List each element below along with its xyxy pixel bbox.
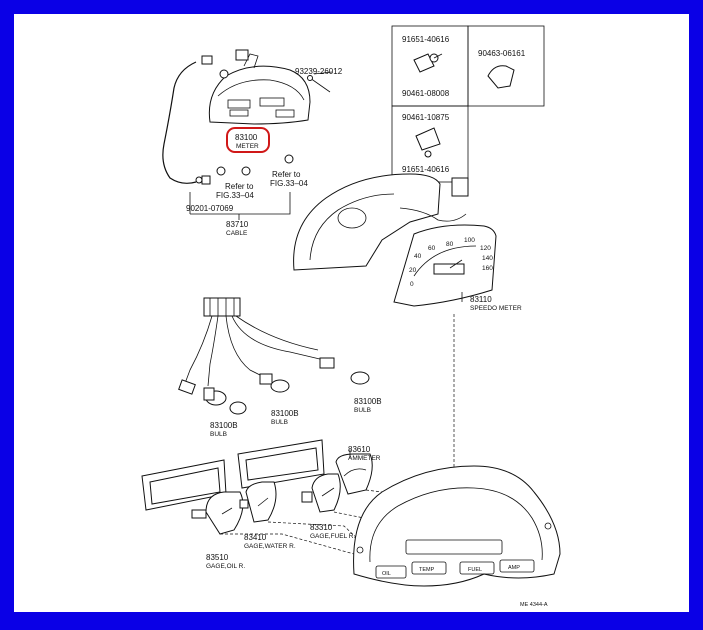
gage-water[interactable]: [239, 481, 277, 523]
bulb-a[interactable]: [229, 401, 247, 415]
speedo-cable[interactable]: [162, 61, 197, 184]
refer-b-line1: Refer to: [272, 170, 301, 179]
box3-bottom-label: 91651-40616: [402, 165, 450, 174]
socket-a: [178, 379, 196, 395]
detail-box-2: [467, 25, 545, 107]
parts-diagram: 83100 METER 93239-26012 Refer to FIG.33–…: [141, 25, 561, 608]
gage-oil[interactable]: [191, 491, 244, 535]
bulb-c-number: 83100B: [354, 397, 382, 406]
bulb-b-name: BULB: [271, 419, 288, 426]
scale-120: 120: [480, 245, 491, 252]
grommet-a: [216, 166, 226, 176]
bulb-a-number: 83100B: [210, 421, 238, 430]
cable-leader: [190, 192, 291, 215]
slot-oil: [375, 565, 407, 579]
cable-number: 83710: [226, 220, 249, 229]
gage-water-number: 83410: [244, 533, 267, 542]
ammeter-name: AMMETER: [348, 455, 381, 462]
bulb-b[interactable]: [270, 379, 290, 393]
gage-fuel-name: GAGE,FUEL R.: [310, 533, 355, 540]
ammeter-number: 83610: [348, 445, 371, 454]
meter-highlight: [226, 127, 270, 153]
speedo-wire: [399, 207, 467, 222]
slot-temp: [411, 561, 447, 575]
oil-leader: [220, 533, 355, 555]
socket-d: [319, 357, 335, 369]
gage-fuel-number: 83310: [310, 523, 333, 532]
cluster-label-amp: AMP: [508, 565, 520, 571]
gage-water-name: GAGE,WATER R.: [244, 543, 296, 550]
instrument-cluster[interactable]: [353, 465, 561, 587]
gage-oil-name: GAGE,OIL R.: [206, 563, 245, 570]
grommet-c: [284, 154, 294, 164]
cluster-label-fuel: FUEL: [468, 567, 482, 573]
bolt-shaft: [309, 77, 331, 93]
refer-b-line2: FIG.33–04: [270, 179, 308, 188]
box3-top-label: 90461-10875: [402, 113, 450, 122]
scale-60: 60: [428, 245, 436, 252]
clip-bolt-label: 93239-26012: [295, 67, 343, 76]
speedo-name: SPEEDO METER: [470, 305, 522, 312]
speedo-housing[interactable]: [293, 173, 441, 271]
scale-80: 80: [446, 241, 454, 248]
cluster-label-temp: TEMP: [419, 567, 435, 573]
water-leader: [267, 521, 375, 555]
scale-160: 160: [482, 265, 493, 272]
refer-a-line2: FIG.33–04: [216, 191, 254, 200]
socket-b: [203, 387, 215, 401]
box1-bottom-label: 90461-08008: [402, 89, 450, 98]
gage-oil-number: 83510: [206, 553, 229, 562]
bolt-head: [307, 75, 313, 81]
scale-20: 20: [409, 267, 417, 274]
socket-c: [259, 373, 273, 385]
speedo-meter[interactable]: [393, 224, 497, 307]
speedo-connector: [451, 177, 469, 197]
cluster-label-oil: OIL: [382, 571, 391, 577]
gage-fuel[interactable]: [301, 473, 341, 513]
harness-wires: [183, 315, 325, 387]
box2-label: 90463-06161: [478, 49, 526, 58]
slot-amp: [499, 559, 535, 573]
meter-name: METER: [236, 143, 259, 150]
harness-connector[interactable]: [203, 297, 241, 317]
speedo-scale: 0 20 40 60 80 100 120 140 160: [409, 237, 493, 288]
refer-a-line1: Refer to: [225, 182, 254, 191]
diagram-sheet: 83100 METER 93239-26012 Refer to FIG.33–…: [14, 14, 689, 612]
box1-top-label: 91651-40616: [402, 35, 450, 44]
bulb-a-name: BULB: [210, 431, 227, 438]
cable-bolt-label: 90201-07069: [186, 204, 234, 213]
speedo-number: 83110: [470, 295, 492, 304]
figure-code: ME 4344-A: [520, 602, 548, 608]
meter-number: 83100: [235, 133, 258, 142]
meter-assembly[interactable]: [201, 49, 311, 125]
bulb-b-number: 83100B: [271, 409, 299, 418]
scale-0: 0: [410, 281, 414, 288]
cable-end-fitting: [201, 175, 211, 185]
ammeter[interactable]: [335, 453, 373, 495]
slot-fuel: [459, 561, 495, 575]
cable-name: CABLE: [226, 230, 248, 237]
scale-40: 40: [414, 253, 422, 260]
scale-140: 140: [482, 255, 493, 262]
grommet-b: [241, 166, 251, 176]
bulb-c[interactable]: [350, 371, 370, 385]
bulb-c-name: BULB: [354, 407, 371, 414]
scale-100: 100: [464, 237, 475, 244]
